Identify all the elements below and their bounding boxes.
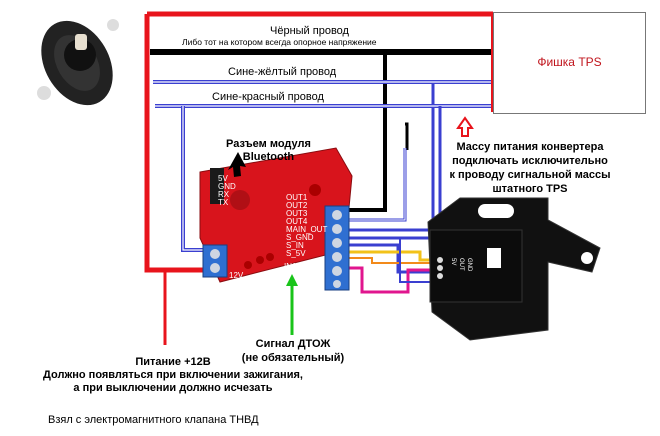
tps-sensor-photo-icon [37,19,119,106]
board-output-label: S_GND [286,233,314,242]
tps-connector-box: Фишка TPS [493,12,646,114]
tps-sensor-board [427,197,601,341]
ground-note-line: штатного TPS [492,183,568,195]
board-output-labels: OUT1 OUT2 OUT3 OUT4 MAIN_OUT S_GND S_IN … [286,194,327,258]
bt-pin-label: GND [218,182,236,191]
black-wire-label: Чёрный провод [270,25,349,37]
ground-note-line: к проводу сигнальной массы [449,169,611,181]
blue-red-right-drop [345,106,442,240]
bt-pin-label: RX [218,190,230,199]
blue-yellow-wire-label: Сине-жёлтый провод [228,66,337,78]
sensor-pin-label: OUT [458,258,464,271]
board-output-label: S_IN [286,241,304,250]
green-signal-arrow-icon [286,274,298,335]
magenta-sensor-wire [345,266,432,294]
signal-label: Сигнал ДТОЖ (не обязательный) [238,337,348,365]
board-output-label: OUT1 [286,193,308,202]
tps-connector-label: Фишка TPS [537,55,602,69]
red-power-wire [144,14,205,273]
signal-label-line: (не обязательный) [241,352,345,364]
board-output-label: MAIN_OUT [286,225,328,234]
bluetooth-label-line: Bluetooth [242,151,295,163]
power-label-line: а при выключении должно исчезать [73,382,273,394]
blue-sensor-wire [345,243,432,274]
blue-red-left-drop-white [182,106,205,251]
board-output-label: S_5V [286,249,306,258]
bt-pin-labels: 5V GND RX TX [218,175,236,207]
bluetooth-connector-label: Разъем модуля Bluetooth [226,138,311,164]
terminal-block-right [324,205,350,291]
yellow-sensor-wire [345,250,432,262]
bt-pin-label: 5V [218,174,228,183]
bluetooth-label-line: Разъем модуля [226,138,311,150]
bluetooth-arrow-icon [228,152,246,177]
sensor-pin-label: GND [466,258,472,272]
black-wire-note: Либо тот на котором всегда опорное напря… [182,37,377,47]
board-output-label: OUT2 [286,201,308,210]
orange-sensor-wire [345,257,432,264]
board-input-label: IN1 [284,262,297,271]
footer-note: Взял с электромагнитного клапана ТНВД [48,414,259,426]
board-output-label: OUT3 [286,209,308,218]
board-input-labels: IN1 IN2 [284,262,311,271]
blue-red-wire-label: Сине-красный провод [212,91,324,103]
ground-note-line: подключать исключительно [452,155,608,167]
terminal-block-left [202,244,228,278]
power-label-line: Должно появляться при включении зажигани… [43,369,303,381]
bt-pin-label: TX [218,198,229,207]
board-12v-label: 12V [229,271,244,280]
sensor-pin-label: 5V [450,258,456,265]
ground-note: Массу питания конвертера подключать искл… [440,140,620,196]
power-label-line: Питание +12В [135,356,211,368]
blue-loop-wire [345,237,432,283]
red-up-arrow-icon [456,116,474,137]
signal-label-line: Сигнал ДТОЖ [255,338,331,350]
right-vertical-wire-white [345,148,406,221]
power-label: Питание +12В Должно появляться при включ… [38,356,308,395]
converter-board [199,147,353,283]
board-output-label: OUT4 [286,217,308,226]
board-input-label: IN2 [298,262,312,271]
black-wire-drop-2 [405,122,409,150]
ground-note-line: Массу питания конвертера [456,141,604,153]
